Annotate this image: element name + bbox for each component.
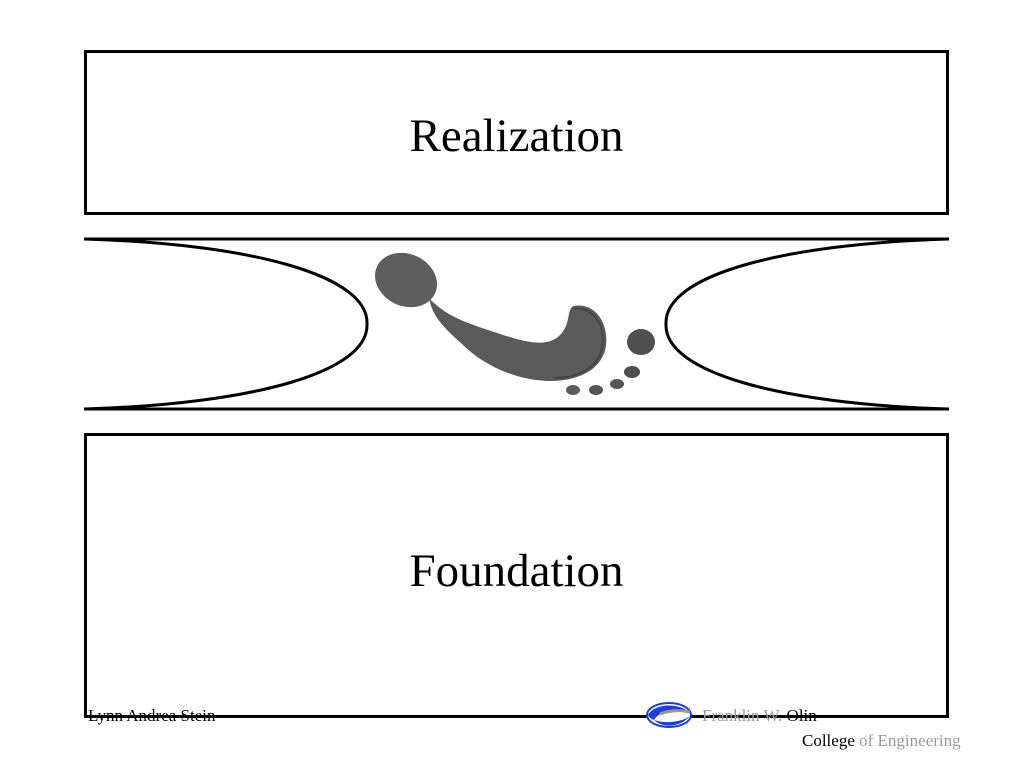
author-name: Lynn Andrea Stein (88, 706, 216, 725)
left-curve (84, 237, 369, 411)
footprint-icon (374, 252, 655, 395)
org-name-olin: Olin (786, 706, 817, 725)
realization-box: Realization (84, 50, 949, 215)
org-name-line1: Franklin W. Olin (702, 707, 817, 724)
org-name-line2: College of Engineering (802, 732, 961, 749)
transition-band (84, 236, 949, 412)
olin-logo-icon (646, 702, 692, 728)
org-name-college: College (802, 731, 855, 750)
realization-label: Realization (409, 110, 624, 162)
right-curve (664, 237, 949, 411)
foundation-box: Foundation (84, 433, 949, 718)
org-name-engineering: of Engineering (854, 731, 961, 750)
foundation-label: Foundation (409, 545, 624, 597)
transition-diagram (84, 237, 949, 411)
org-name-franklin: Franklin W. (702, 706, 787, 725)
